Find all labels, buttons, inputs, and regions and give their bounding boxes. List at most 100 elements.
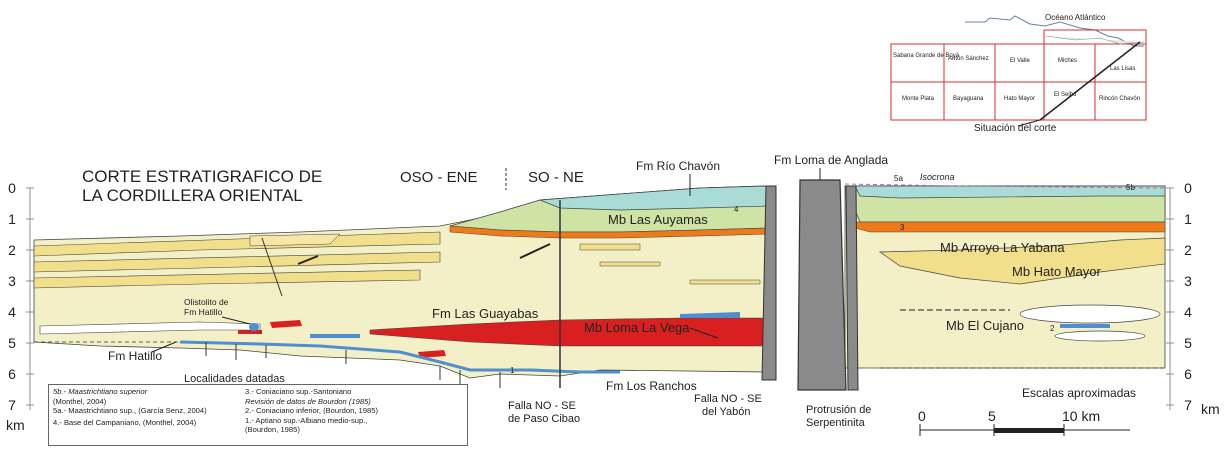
left-depth-axis: 0 1 2 3 4 5 6 7 km [6,180,34,433]
label-mb-las-auyamas: Mb Las Auyamas [608,212,708,227]
left-depth-label: 1 [8,211,16,227]
base-ticks [205,342,501,388]
label-fm-rio-chavon: Fm Río Chavón [636,159,720,173]
mb-el-cujano-lens [1054,330,1146,342]
blue-lens [310,334,360,338]
legend-item: 5a.- Maastrichtiano sup., (García Senz, … [53,406,207,416]
label-mb-hato-mayor: Mb Hato Mayor [1012,264,1102,279]
label-falla-paso-cibao-2: de Paso Cibao [508,413,580,425]
scale-label-10: 10 km [1062,408,1100,424]
left-depth-label: 5 [8,335,16,351]
right-depth-label: 1 [1184,211,1192,227]
marker-5b: 5b [1126,183,1135,192]
scale-label-5: 5 [988,408,996,424]
section-line [1039,41,1141,121]
depth-unit-left: km [6,417,25,433]
orientation-so-ne: SO - NE [528,169,584,186]
mb-el-cujano-lens [1019,304,1161,324]
yellow-bed [249,233,341,247]
depth-unit-right: km [1201,401,1220,417]
legend-item: Revisión de datos de Bourdon (1985) [245,396,371,406]
left-depth-label: 6 [8,366,16,382]
marker-1: 1 [510,366,515,375]
label-mb-arroyo-la-yabana: Mb Arroyo La Yabana [940,240,1065,255]
legend-item: 3.- Coniaciano sup.-Santoniano [245,387,352,396]
location-map: Océano Atlántico Sabana Grande de Boyá A… [890,13,1147,134]
yellow-bed [689,279,761,285]
left-depth-label: 0 [8,180,16,196]
map-cell: Miches [1058,58,1077,64]
label-isocrona: Isocrona [920,172,955,182]
left-depth-label: 3 [8,273,16,289]
yellow-bed [33,251,441,273]
mb-arroyo-la-yabana-east [849,221,1166,233]
legend-item: 5b.- Maastrichtiano superior [53,387,148,396]
map-cell: Rincón Chavón [1099,96,1140,102]
label-falla-yabon-1: Falla NO - SE [694,393,762,405]
right-depth-label: 7 [1184,397,1192,413]
map-cell: Las Lisas [1110,66,1135,72]
legend-heading: Localidades datadas [184,373,285,385]
map-cell: El Seibo [1054,92,1077,98]
map-cell: Bayaguana [953,96,984,102]
serpentinite-protrusion [797,179,847,391]
marker-5a: 5a [894,174,903,183]
marker-2: 2 [1050,324,1055,333]
label-olistolito-2: Fm Hatillo [184,307,223,317]
thrust-fault [261,237,283,297]
map-cell: Antón Sánchez [948,56,989,62]
right-depth-label: 2 [1184,242,1192,258]
label-mb-loma-la-vega: Mb Loma La Vega [584,320,690,335]
map-cell: Monte Plata [902,96,935,102]
blue-lens [1060,324,1110,328]
geologic-section [33,179,1166,391]
legend-item: (Monthel, 2004) [53,396,107,406]
isochrone-line [844,183,1166,189]
left-depth-label: 4 [8,304,16,320]
label-falla-yabon-2: del Yabón [702,406,751,418]
label-protrusion-1: Protrusión de [806,404,871,416]
legend-right-column: 3.- Coniaciano sup.-Santoniano Revisión … [245,387,378,435]
scale-label-0: 0 [918,408,926,424]
blue-lens [680,312,740,318]
red-lens [270,320,302,328]
label-mb-el-cujano: Mb El Cujano [946,318,1024,333]
left-depth-label: 7 [8,397,16,413]
right-depth-label: 3 [1184,273,1192,289]
fm-hatillo-strip [39,321,261,335]
dated-localities-legend: 5b.- Maastrichtiano superior (Monthel, 2… [48,384,468,446]
label-fm-loma-de-anglada: Fm Loma de Anglada [774,153,888,167]
scale-note: Escalas aproximadas [1022,386,1136,400]
yellow-bed [579,243,641,251]
red-lens [238,330,262,334]
right-depth-label: 0 [1184,180,1192,196]
mb-hato-mayor [878,237,1166,285]
map-caption: Situación del corte [974,123,1057,134]
orientation-oso-ene: OSO - ENE [400,169,478,186]
label-falla-paso-cibao-1: Falla NO - SE [508,400,576,412]
yellow-bed [599,261,661,267]
scale-bar: Escalas aproximadas 0 5 10 km [918,386,1136,436]
fault-east [845,185,859,391]
label-fm-hatillo: Fm Hatillo [108,349,162,363]
fm-hatillo-base [179,340,620,374]
legend-left-column: 5b.- Maastrichtiano superior (Monthel, 2… [53,387,207,427]
label-olistolito-1: Olistolito de [184,297,229,307]
marker-3: 3 [900,223,905,232]
left-depth-label: 2 [8,242,16,258]
map-cell: Sabana Grande de Boyá [893,53,960,59]
ocean-label: Océano Atlántico [1045,13,1106,22]
fault-yabon [761,185,777,381]
thrust-fault [519,243,551,259]
section-title-line2: LA CORDILLERA ORIENTAL [82,186,303,205]
label-fm-los-ranchos: Fm Los Ranchos [606,379,697,393]
yellow-bed [33,231,441,257]
legend-item: (Bourdon, 1985) [245,425,300,435]
label-fm-las-guayabas: Fm Las Guayabas [432,306,539,321]
marker-4: 4 [734,205,739,214]
map-cell: Hato Mayor [1004,96,1035,102]
map-cell: El Valle [1010,58,1031,64]
right-depth-label: 5 [1184,335,1192,351]
